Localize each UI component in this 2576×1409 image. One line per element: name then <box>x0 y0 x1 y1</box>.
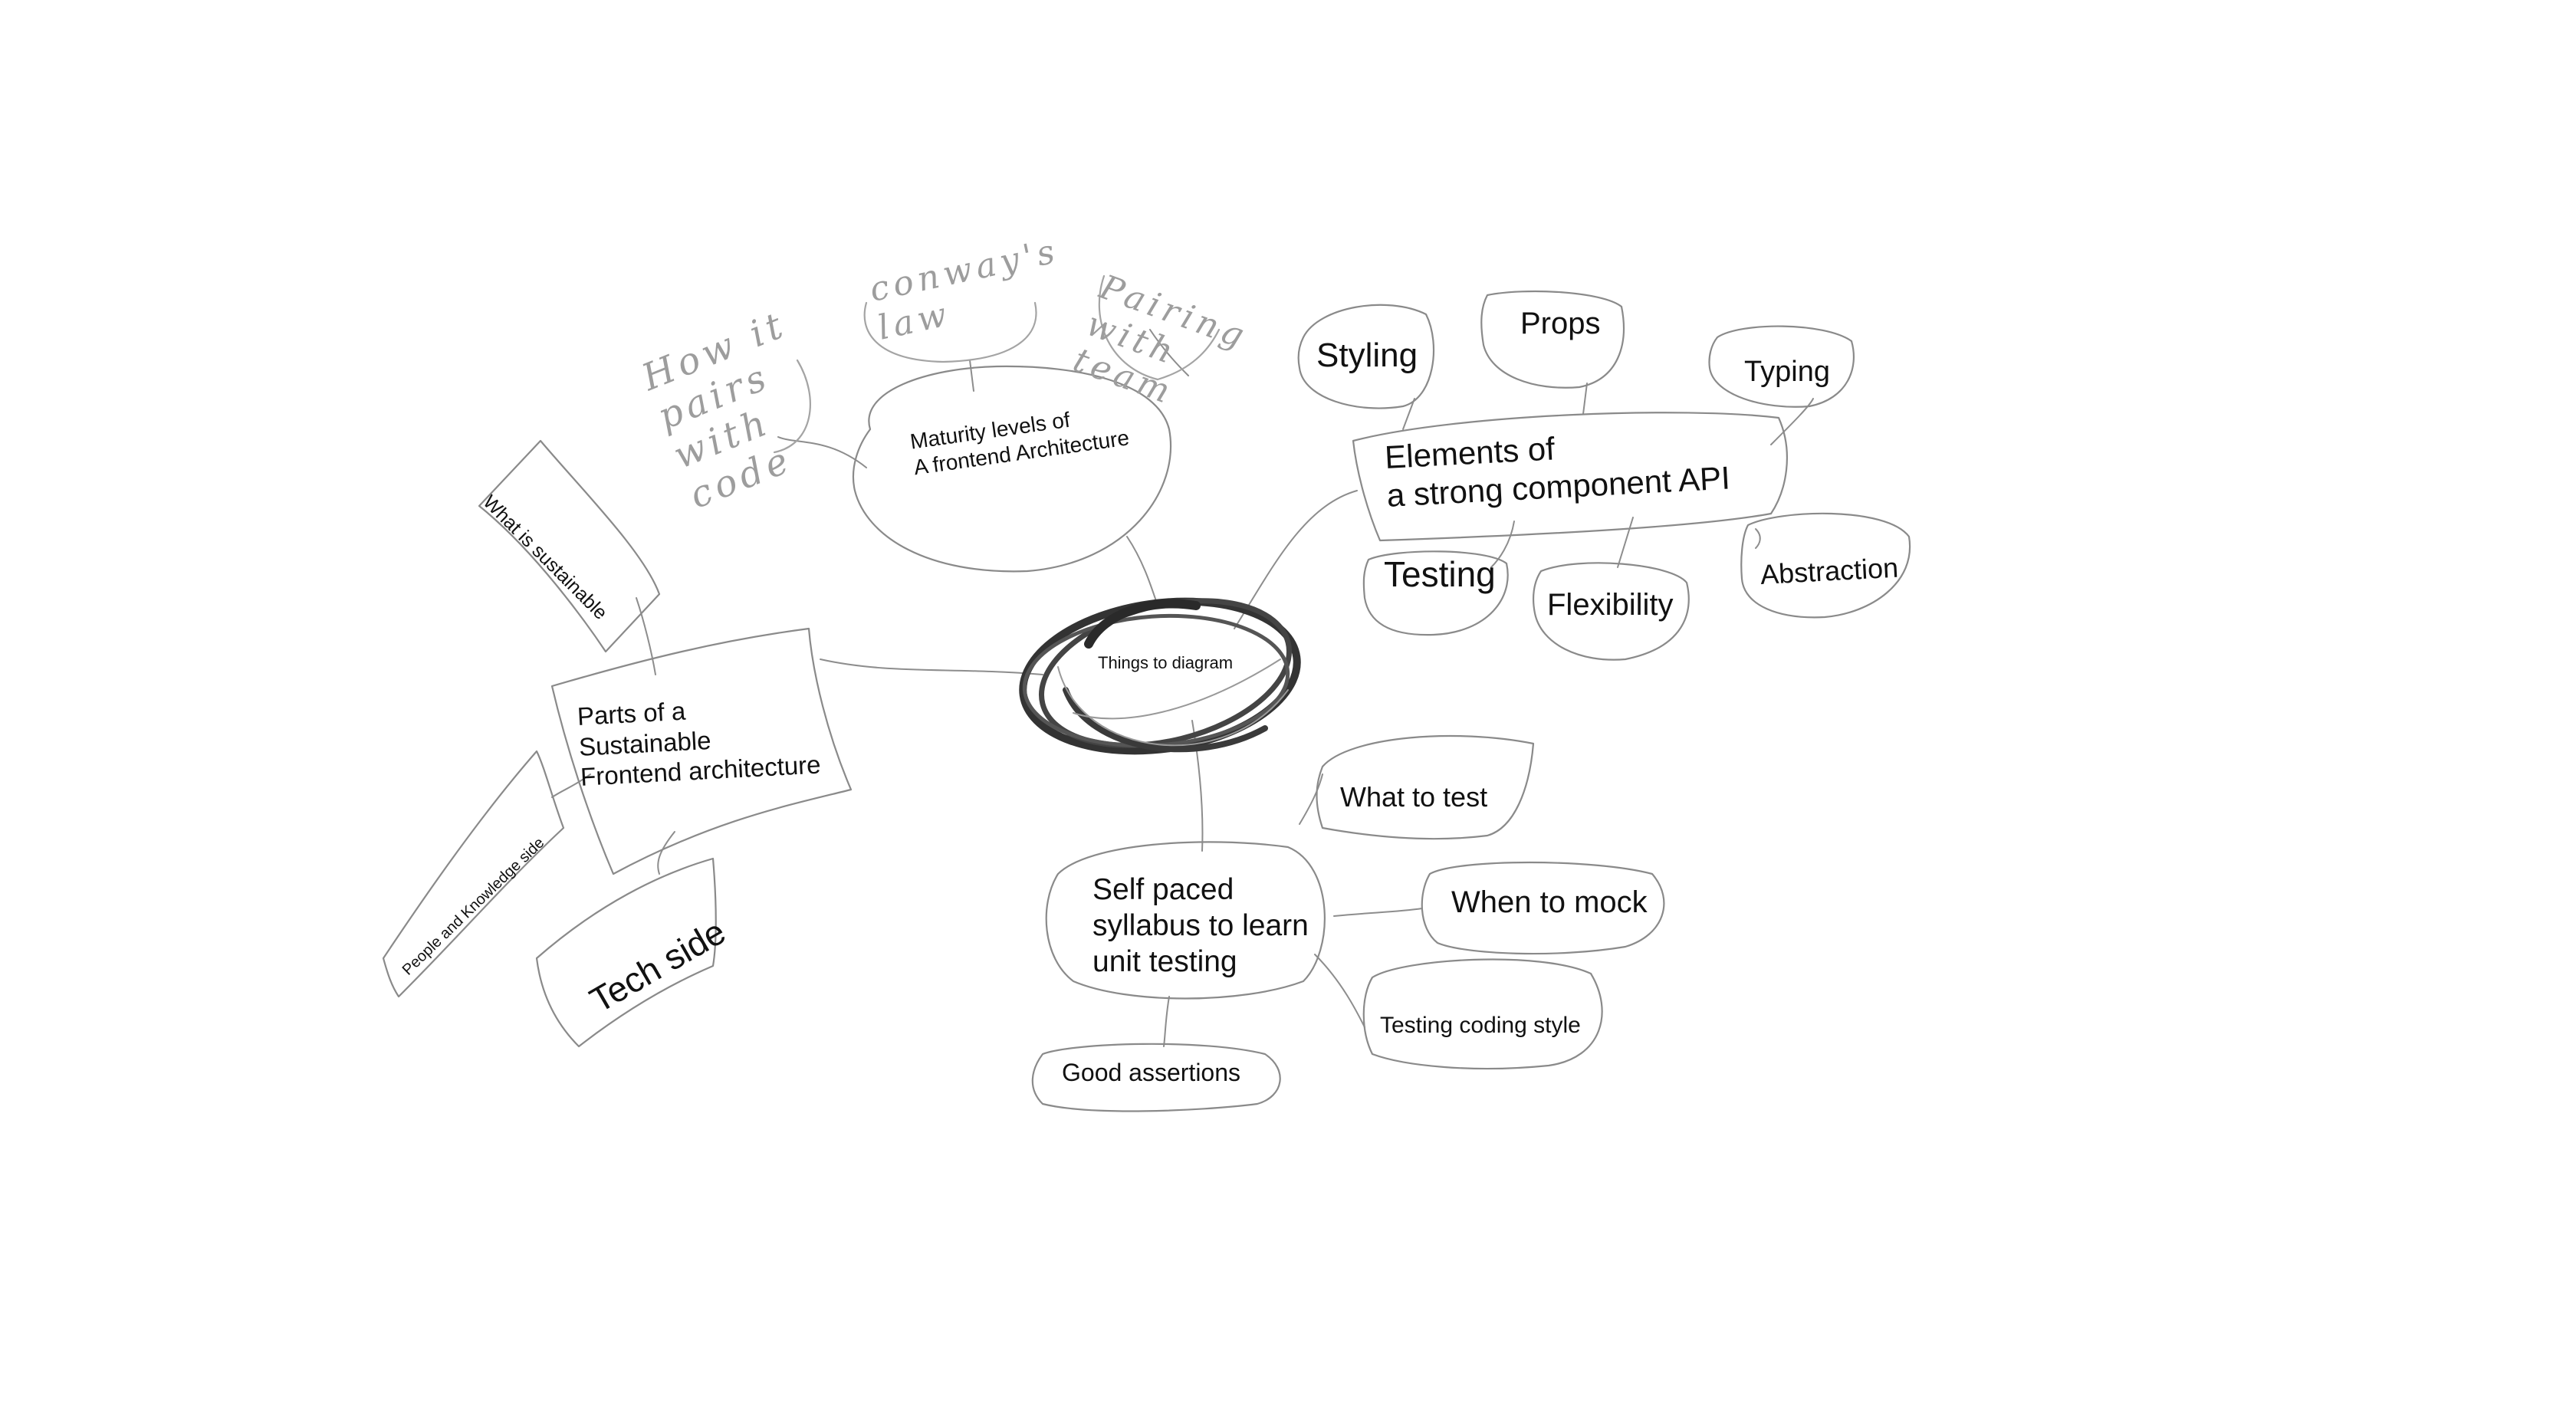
component-api-item-typing: Typing <box>1744 356 1830 388</box>
maturity-note-bubbles <box>773 274 1221 454</box>
center-node-scribble <box>1019 597 1301 755</box>
center-node-label: Things to diagram <box>1098 653 1234 672</box>
sustainable-bubbles <box>382 439 853 1048</box>
component-api-item-testing: Testing <box>1384 554 1496 594</box>
unit-testing-item-when-to-mock: When to mock <box>1451 885 1648 919</box>
component-api-item-styling: Styling <box>1316 337 1418 374</box>
maturity-bubble <box>852 365 1172 573</box>
component-api-item-props: Props <box>1520 307 1601 340</box>
unit-testing-node-label: Self paced syllabus to learn unit testin… <box>1092 873 1309 978</box>
sustainable-node-label: Parts of a Sustainable Frontend architec… <box>577 696 822 792</box>
unit-testing-item-what-to-test: What to test <box>1340 781 1488 813</box>
component-api-bubbles <box>1297 290 1911 661</box>
unit-testing-bubbles <box>1031 734 1665 1112</box>
component-api-item-flexibility: Flexibility <box>1547 588 1674 622</box>
unit-testing-item-testing-coding-style: Testing coding style <box>1380 1013 1581 1038</box>
unit-testing-item-good-assertions: Good assertions <box>1062 1059 1241 1086</box>
